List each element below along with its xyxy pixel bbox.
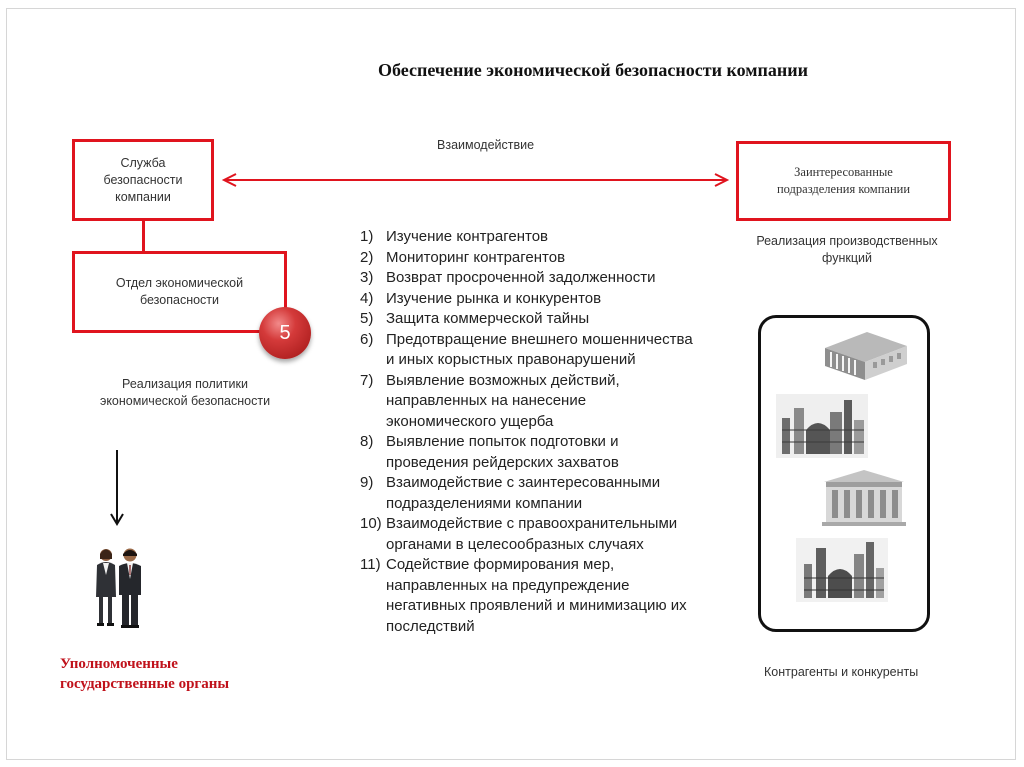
page-title: Обеспечение экономической безопасности к… — [378, 60, 809, 80]
task-item: 9) Взаимодействие с заинтересованными под… — [360, 473, 700, 514]
task-text: Выявление возможных действий, направленн… — [386, 371, 620, 430]
task-item: 8) Выявление попыток подготовки и проведе… — [360, 432, 700, 473]
slide-frame — [6, 8, 1016, 760]
task-text: Мониторинг контрагентов — [386, 248, 566, 266]
production-caption: Реализация производственных функций — [756, 234, 938, 265]
interaction-label: Взаимодействие — [437, 138, 535, 152]
task-item: 5) Защита коммерческой тайны — [360, 309, 700, 330]
task-text: Предотвращение внешнего мошенничества и … — [386, 330, 693, 369]
task-number: 2) — [360, 248, 374, 266]
policy-caption: Реализация политики экономической безопа… — [99, 377, 271, 408]
task-item: 6) Предотвращение внешнего мошенничества … — [360, 330, 700, 371]
task-text: Содействие формирования мер, направленны… — [386, 556, 687, 635]
task-number: 1) — [360, 228, 374, 245]
security-service-box: Служба безопасности компании — [72, 139, 214, 221]
task-number: 11) — [360, 556, 381, 573]
task-text: Взаимодействие с правоохранительными орг… — [386, 515, 678, 553]
task-item: 3) Возврат просроченной задолженности — [360, 268, 700, 289]
task-number: 9) — [360, 474, 374, 491]
task-text: Выявление попыток подготовки и проведени… — [386, 433, 619, 471]
task-number: 6) — [360, 330, 374, 348]
task-text: Взаимодействие с заинтересованными подра… — [386, 474, 661, 512]
building-icon — [825, 332, 907, 380]
task-text: Возврат просроченной задолженности — [386, 269, 656, 286]
interested-divisions-label: Заинтересованные подразделения компании — [776, 165, 911, 196]
task-text: Изучение контрагентов — [386, 228, 549, 245]
economic-security-dept-box: Отдел экономической безопасности — [72, 251, 287, 333]
economic-security-dept-label: Отдел экономической безопасности — [115, 276, 244, 307]
task-text: Изучение рынка и конкурентов — [386, 289, 602, 307]
task-number: 10) — [360, 515, 382, 532]
task-number: 8) — [360, 433, 374, 450]
authorized-bodies-label: Уполномоченные государственные органы — [60, 656, 230, 692]
task-number: 4) — [360, 289, 374, 307]
factory-icon — [776, 394, 868, 458]
plant-icon — [796, 538, 888, 602]
task-item: 1) Изучение контрагентов — [360, 227, 700, 248]
bank-icon — [822, 470, 906, 526]
task-item: 11) Содействие формирования мер, направле… — [360, 555, 700, 637]
security-service-label: Служба безопасности компании — [103, 155, 183, 204]
contractors-caption: Контрагенты и конкуренты — [764, 665, 919, 679]
connector-line — [142, 221, 145, 251]
people-icon — [96, 548, 141, 628]
interested-divisions-box: Заинтересованные подразделения компании — [736, 141, 951, 221]
task-number: 5) — [360, 310, 374, 327]
task-number: 7) — [360, 371, 374, 389]
task-item: 7) Выявление возможных действий, направле… — [360, 371, 700, 433]
task-item: 2) Мониторинг контрагентов — [360, 248, 700, 269]
task-item: 10)Взаимодействие с правоохранительными … — [360, 514, 700, 555]
tasks-list: 1) Изучение контрагентов 2) Мониторинг конт… — [360, 227, 700, 637]
task-number: 3) — [360, 269, 374, 286]
task-text: Защита коммерческой тайны — [386, 310, 590, 327]
number-badge: 5 — [259, 307, 311, 359]
task-item: 4) Изучение рынка и конкурентов — [360, 289, 700, 310]
